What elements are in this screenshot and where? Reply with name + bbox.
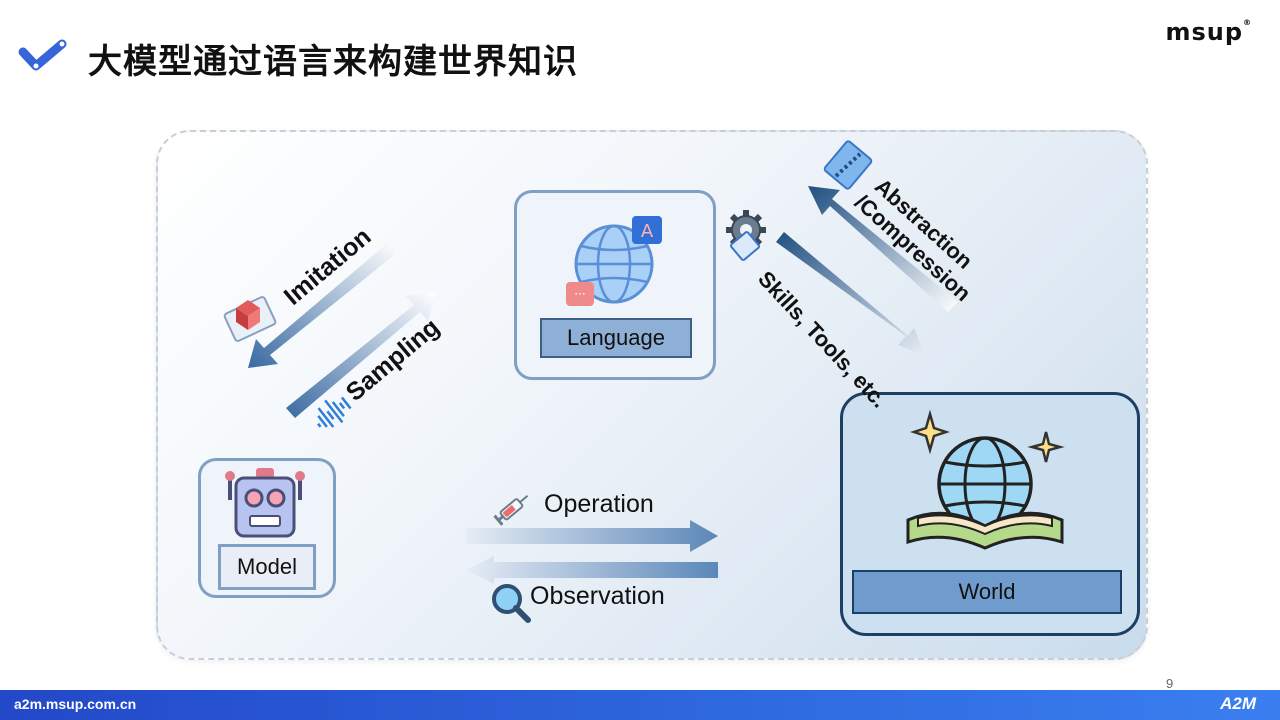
globe-book-icon [906, 409, 1065, 550]
laptop-cube-icon [223, 296, 277, 342]
globe-language-icon: A ··· [566, 216, 662, 306]
model-label: Model [218, 544, 316, 590]
operation-arrow [466, 520, 718, 552]
skills-arrow [776, 232, 926, 356]
page-number: 9 [1166, 676, 1174, 691]
zipper-icon [823, 140, 873, 190]
footer-bar [0, 690, 1280, 720]
language-label: Language [540, 318, 692, 358]
gear-code-icon [726, 210, 766, 261]
syringe-icon [493, 495, 529, 526]
footer-logo: A2M [1220, 694, 1256, 713]
abstraction-arrow [808, 186, 958, 312]
magnifier-icon [492, 584, 531, 623]
observation-arrow [466, 556, 718, 584]
footer-url: a2m.msup.com.cn [14, 696, 137, 712]
brand-registered-mark: ® [1243, 18, 1252, 27]
sampling-arrow [286, 292, 436, 418]
operation-label: Operation [544, 490, 654, 518]
brand-name: msup [1165, 18, 1243, 46]
svg-text:A: A [641, 221, 654, 242]
page-title: 大模型通过语言来构建世界知识 [88, 42, 578, 82]
brand-logo: msup® [1165, 18, 1252, 46]
checkmark-logo-icon [18, 39, 67, 71]
robot-icon [225, 468, 305, 538]
soundwave-icon [317, 396, 352, 428]
svg-text:···: ··· [574, 287, 585, 301]
imitation-arrow [248, 242, 398, 368]
observation-label: Observation [530, 582, 665, 610]
world-label: World [852, 570, 1122, 614]
